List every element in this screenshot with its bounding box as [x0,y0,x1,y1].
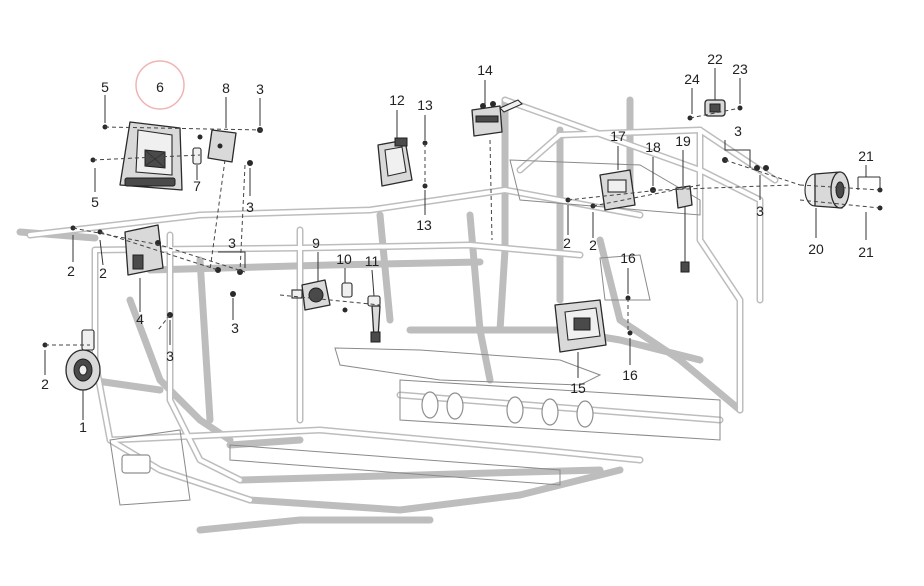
callout-4: 4 [136,311,144,327]
callout-24: 24 [684,71,700,87]
callout-6: 6 [156,79,164,95]
highlight-ring [135,60,185,110]
callout-3: 3 [166,348,174,364]
callout-9: 9 [312,235,320,251]
callout-3: 3 [228,235,236,251]
part-flasher-unit [804,171,850,209]
part-tilt-sensor [675,185,693,273]
callout-3: 3 [756,203,764,219]
callout-5: 5 [91,194,99,210]
callout-5: 5 [101,79,109,95]
callout-12: 12 [389,92,405,108]
callout-16: 16 [622,367,638,383]
assembly-lines [45,107,881,346]
callout-labels: 1 2 2 2 2 2 3 3 3 3 3 3 3 4 5 5 6 7 8 9 … [41,51,874,435]
callout-2: 2 [99,265,107,281]
part-small-relay [704,99,726,117]
part-relay-module [124,224,164,276]
callout-18: 18 [645,139,661,155]
callout-3: 3 [734,123,742,139]
part-voltage-regulator [291,279,331,311]
callout-2: 2 [589,237,597,253]
callout-3: 3 [231,320,239,336]
part-mounting-bracket [119,121,183,191]
callout-21: 21 [858,148,874,164]
callout-8: 8 [222,80,230,96]
footrest-plates [109,159,721,506]
callout-13: 13 [417,97,433,113]
callout-2: 2 [41,376,49,392]
callout-23: 23 [732,61,748,77]
leader-lines [44,68,881,420]
callout-3: 3 [246,199,254,215]
callout-11: 11 [365,253,380,269]
part-clip [341,282,353,298]
callout-2: 2 [563,235,571,251]
part-starter-relay [471,99,523,137]
callout-3: 3 [256,81,264,97]
part-fuse-box [599,169,636,211]
callout-16: 16 [620,250,636,266]
part-horn [65,329,101,391]
callout-17: 17 [610,128,626,144]
part-ecu-box [554,299,607,353]
callout-1: 1 [79,419,87,435]
callout-21: 21 [858,244,874,260]
part-control-box [377,137,413,187]
callout-14: 14 [477,62,493,78]
part-angle-bracket [207,129,237,163]
callout-15: 15 [570,380,586,396]
callout-2: 2 [67,263,75,279]
callout-20: 20 [808,241,824,257]
part-spacer [192,147,202,165]
callout-22: 22 [707,51,723,67]
callout-7: 7 [193,178,201,194]
callout-19: 19 [675,133,691,149]
callout-13: 13 [416,217,432,233]
callout-10: 10 [336,251,352,267]
part-sensor-lead [367,295,381,343]
